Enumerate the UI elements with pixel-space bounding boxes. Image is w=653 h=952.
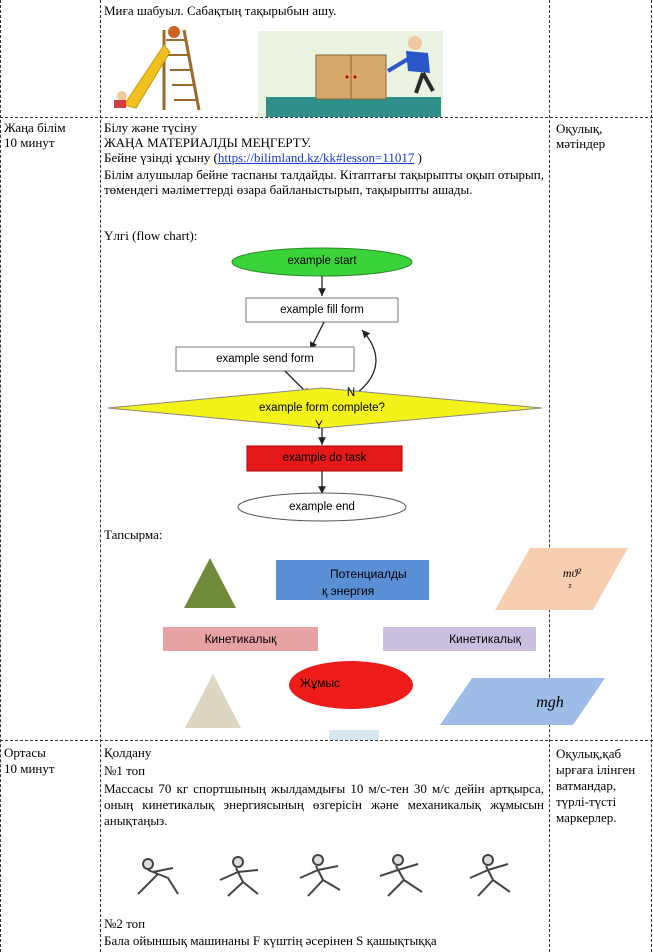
- potential-energy-line2: қ энергия: [322, 584, 375, 598]
- section-title-knowledge: Білу және түсіну: [104, 120, 198, 135]
- pushing-cabinet-illustration: [258, 31, 443, 117]
- flow-start-label: example start: [287, 255, 357, 267]
- video-prefix: Бейне үзінді ұсыну (: [104, 150, 218, 165]
- work-ellipse: [289, 661, 413, 709]
- potential-energy-box: [276, 560, 429, 600]
- brainstorm-text: Миға шабуыл. Сабақтың тақырыбын ашу.: [104, 3, 337, 18]
- flow-send-node: [175, 346, 355, 372]
- beige-triangle: [185, 674, 241, 728]
- flow-end-node: [237, 492, 407, 522]
- mgh-parallelogram: [440, 678, 605, 725]
- table-row-divider-1: [0, 117, 653, 118]
- section-title-material: ЖАҢА МАТЕРИАЛДЫ МЕҢГЕРТУ.: [104, 135, 312, 150]
- group2-label: №2 топ: [104, 916, 146, 931]
- flow-decision-node: [107, 387, 543, 429]
- group1-label: №1 топ: [104, 763, 146, 778]
- work-label: Жұмыс: [300, 676, 340, 690]
- resources-middle-text: Оқулық,қаб ырғаға ілінген ватмандар, түр…: [556, 746, 636, 825]
- slide-illustration: [114, 26, 201, 111]
- small-blue-box: [329, 730, 379, 740]
- flow-task-node: [246, 445, 403, 472]
- assignment-shapes: [163, 548, 628, 740]
- kinetic-label-2: Кинетикалық: [449, 632, 521, 646]
- group1-task: Массасы 70 кг спортшының жылдамдығы 10 м…: [104, 781, 544, 828]
- flow-fill-node: [245, 297, 399, 323]
- kinetic-box-1: [163, 627, 318, 651]
- potential-energy-line1: Потенциалды: [330, 567, 407, 581]
- group2-task: Бала ойыншық машинаны F күштің әсерінен …: [104, 934, 437, 948]
- video-line: Бейне үзінді ұсыну (https://bilimland.kz…: [104, 151, 422, 165]
- runners-illustration: [137, 854, 511, 897]
- flow-fill-label: example fill form: [280, 304, 364, 316]
- assignment-label: Тапсырма:: [104, 527, 163, 542]
- section-title-apply: Қолдану: [104, 745, 152, 760]
- table-border-right: [651, 0, 652, 952]
- stage-new-knowledge-time: 10 минут: [4, 135, 55, 150]
- flow-task-label: example do task: [282, 452, 367, 464]
- resources-middle: Оқулық,қаб ырғаға ілінген ватмандар, түр…: [556, 746, 646, 826]
- flow-send-label: example send form: [216, 353, 314, 365]
- video-suffix: ): [414, 150, 422, 165]
- kinetic-label-1: Кинетикалық: [204, 632, 277, 646]
- table-border-left: [0, 0, 1, 952]
- formula-parallelogram: [495, 548, 628, 610]
- stage-new-knowledge: Жаңа білім: [4, 120, 66, 135]
- flow-yes-label: Y: [315, 420, 323, 432]
- video-link[interactable]: https://bilimland.kz/kk#lesson=11017: [217, 150, 415, 165]
- flow-decision-label: example form complete?: [259, 402, 385, 414]
- kinetic-box-2: [383, 627, 536, 651]
- knowledge-paragraph: Білім алушылар бейне таспаны талдайды. К…: [104, 167, 544, 197]
- flow-no-label: N: [346, 387, 356, 399]
- scheme-label: Үлгі (flow chart):: [104, 228, 198, 243]
- stage-middle: Ортасы: [4, 745, 46, 760]
- green-triangle: [184, 558, 236, 608]
- table-border-col2: [549, 0, 550, 952]
- flowchart: [107, 247, 543, 522]
- resources-new-knowledge: Оқулық, мәтіндер: [556, 121, 646, 151]
- table-row-divider-2: [0, 740, 653, 741]
- flow-end-label: example end: [289, 501, 355, 513]
- formula-mv2: mϑ²: [562, 566, 582, 580]
- resources-new-text: Оқулық, мәтіндер: [556, 121, 606, 151]
- formula-mgh: mgh: [536, 694, 564, 711]
- formula-mv2-den: ²: [568, 582, 572, 592]
- stage-middle-time: 10 минут: [4, 761, 55, 776]
- table-border-col1: [100, 0, 101, 952]
